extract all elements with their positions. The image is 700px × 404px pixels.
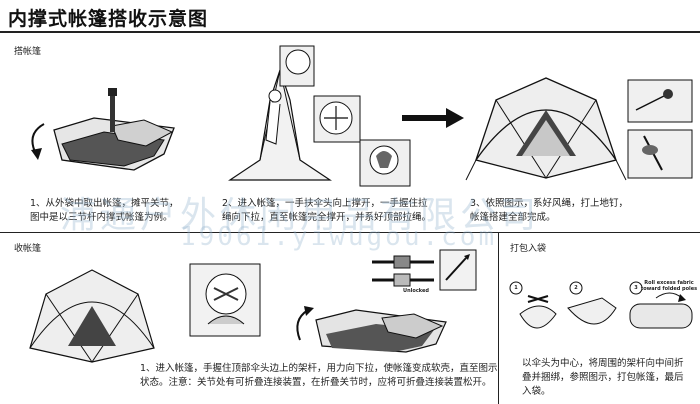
- setup-section-label: 搭帐篷: [14, 47, 42, 57]
- setup-step3-illustration: [465, 77, 627, 181]
- setup-stake-detail-illustration: [627, 79, 693, 179]
- setup-step2-illustration: [228, 45, 411, 187]
- packing-step3-number: 3: [634, 285, 638, 291]
- setup-step1-caption: 1、从外袋中取出帐篷，摊平关节， 图中是以三节杆内撑式帐篷为例。: [30, 198, 179, 223]
- takedown-hand-detail-illustration: [189, 263, 261, 337]
- setup-step1-illustration: [31, 88, 175, 171]
- takedown-collapsed-tent-illustration: [296, 306, 447, 353]
- unlocked-label: Unlocked: [403, 288, 429, 294]
- packing-step2-number: 2: [574, 285, 578, 291]
- packing-step1-number: 1: [514, 285, 518, 291]
- takedown-pull-detail-illustration: [439, 249, 477, 291]
- watermark-url: 19061.yiwugou.com: [180, 222, 498, 252]
- packing-illustration: [509, 281, 693, 329]
- takedown-section-label: 收帐篷: [14, 244, 42, 254]
- takedown-caption: 1、进入帐篷，手握住顶部伞头边上的架杆，用力向下拉，使帐篷变成软壳，直至图示 状…: [140, 363, 498, 388]
- title-underline: [0, 31, 700, 33]
- setup-step2-caption: 2、进入帐篷，一手扶伞头向上撑开，一手握住拉 绳向下拉，直至帐篷完全撑开，并系好…: [222, 198, 432, 223]
- setup-step3-caption: 3、依照图示，系好风绳，打上地钉， 帐篷搭建全部完成。: [470, 198, 629, 223]
- setup-progress-arrow: [402, 108, 464, 128]
- packing-caption: 以伞头为中心，将周围的架杆向中间折 叠并捆绑，参照图示，打包帐篷，最后 入袋。: [522, 358, 684, 397]
- page-title: 内撑式帐篷搭收示意图: [8, 8, 209, 30]
- takedown-dome-illustration: [29, 269, 155, 363]
- section-divider: [0, 232, 700, 233]
- takedown-joint-lock-illustration: [372, 255, 434, 287]
- column-divider: [498, 232, 499, 404]
- packing-section-label: 打包入袋: [510, 244, 547, 254]
- packing-roll-note: Roll excess fabric toward folded poles: [640, 280, 698, 292]
